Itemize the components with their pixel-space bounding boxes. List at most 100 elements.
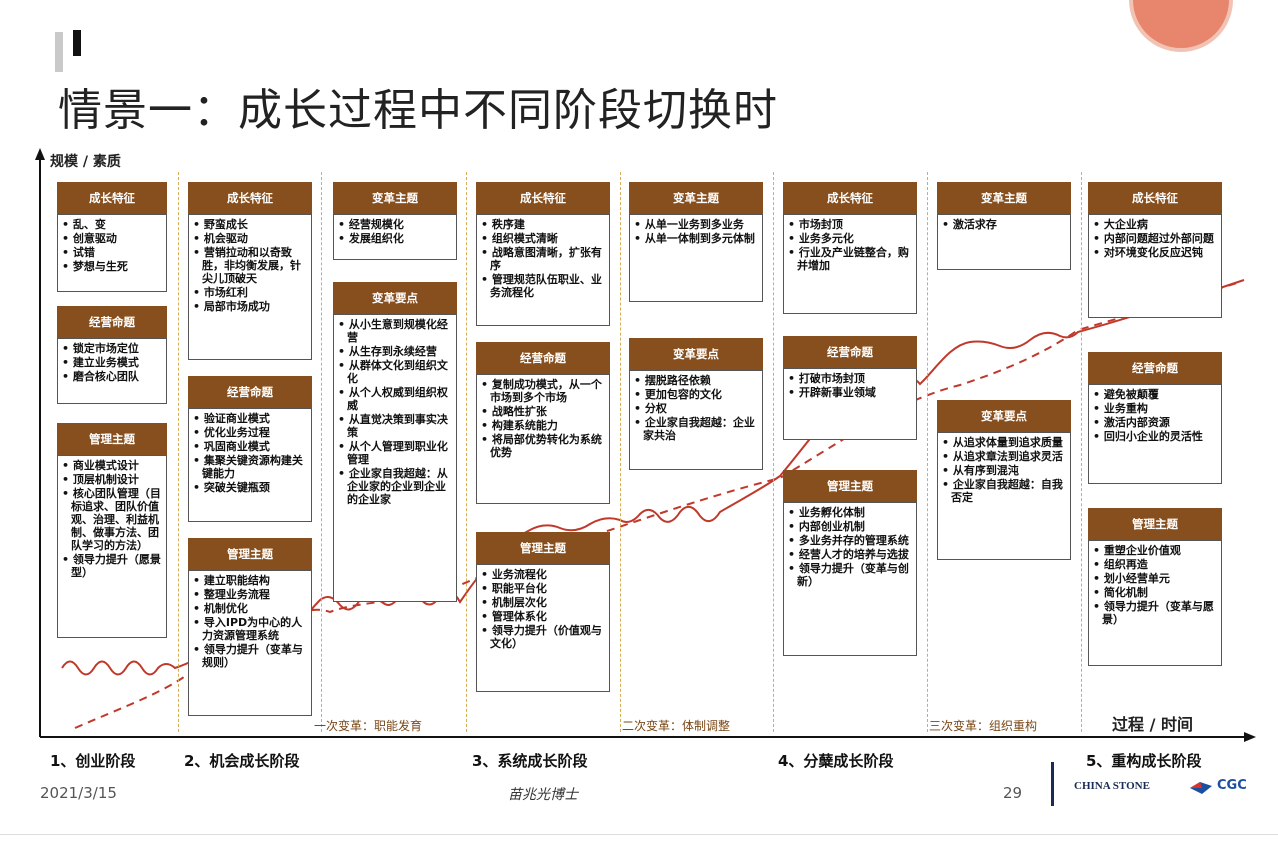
list-item: 从单一业务到多业务 bbox=[634, 218, 758, 231]
list-item: 从追求章法到追求灵活 bbox=[942, 450, 1066, 463]
cgc-logo: CGC bbox=[1217, 778, 1247, 793]
list-item: 从有序到混沌 bbox=[942, 464, 1066, 477]
list-item: 企业家自我超越：从企业家的企业到企业的企业家 bbox=[338, 467, 452, 506]
list-item: 激活求存 bbox=[942, 218, 1066, 231]
list-item: 整理业务流程 bbox=[193, 588, 307, 601]
col6-box-growth: 市场封顶 业务多元化 行业及产业链整合，购并增加 bbox=[783, 214, 917, 314]
title-accent-bar-black bbox=[73, 30, 81, 56]
list-item: 行业及产业链整合，购并增加 bbox=[788, 246, 912, 272]
footer-date: 2021/3/15 bbox=[40, 784, 117, 802]
list-item: 摆脱路径依赖 bbox=[634, 374, 758, 387]
stage-divider-2 bbox=[321, 172, 322, 732]
cgc-logo-icon bbox=[1190, 782, 1212, 794]
list-item: 从单一体制到多元体制 bbox=[634, 232, 758, 245]
col8-box-business: 避免被颠覆 业务重构 激活内部资源 回归小企业的灵活性 bbox=[1088, 384, 1222, 484]
list-item: 建立业务模式 bbox=[62, 356, 162, 369]
list-item: 组织模式清晰 bbox=[481, 232, 605, 245]
stage-label-5: 5、重构成长阶段 bbox=[1086, 752, 1202, 770]
list-item: 试错 bbox=[62, 246, 162, 259]
list-item: 回归小企业的灵活性 bbox=[1093, 430, 1217, 443]
col7-box-change-theme: 激活求存 bbox=[937, 214, 1071, 270]
list-item: 秩序建 bbox=[481, 218, 605, 231]
list-item: 业务重构 bbox=[1093, 402, 1217, 415]
list-item: 市场封顶 bbox=[788, 218, 912, 231]
col1-header-growth: 成长特征 bbox=[57, 182, 167, 214]
page-title: 情景一：成长过程中不同阶段切换时 bbox=[58, 85, 778, 136]
y-axis-label: 规模 / 素质 bbox=[50, 154, 121, 170]
list-item: 内部创业机制 bbox=[788, 520, 912, 533]
list-item: 业务流程化 bbox=[481, 568, 605, 581]
col8-header-growth: 成长特征 bbox=[1088, 182, 1222, 214]
col7-header-change-points: 变革要点 bbox=[937, 400, 1071, 432]
stage-label-1: 1、创业阶段 bbox=[50, 752, 136, 770]
list-item: 管理规范队伍职业、业务流程化 bbox=[481, 273, 605, 299]
stage-divider-1 bbox=[178, 172, 179, 732]
list-item: 从小生意到规模化经营 bbox=[338, 318, 452, 344]
list-item: 集聚关键资源构建关键能力 bbox=[193, 454, 307, 480]
col6-header-business: 经营命题 bbox=[783, 336, 917, 368]
list-item: 领导力提升（变革与规则） bbox=[193, 643, 307, 669]
list-item: 从生存到永续经营 bbox=[338, 345, 452, 358]
col1-box-business: 锁定市场定位 建立业务模式 磨合核心团队 bbox=[57, 338, 167, 404]
list-item: 业务多元化 bbox=[788, 232, 912, 245]
list-item: 激活内部资源 bbox=[1093, 416, 1217, 429]
list-item: 验证商业模式 bbox=[193, 412, 307, 425]
list-item: 战略性扩张 bbox=[481, 405, 605, 418]
list-item: 对环境变化反应迟钝 bbox=[1093, 246, 1217, 259]
list-item: 更加包容的文化 bbox=[634, 388, 758, 401]
col3-header-change-points: 变革要点 bbox=[333, 282, 457, 314]
list-item: 导入IPD为中心的人力资源管理系统 bbox=[193, 616, 307, 642]
col1-header-business: 经营命题 bbox=[57, 306, 167, 338]
col8-header-business: 经营命题 bbox=[1088, 352, 1222, 384]
col2-header-business: 经营命题 bbox=[188, 376, 312, 408]
footer-author: 苗兆光博士 bbox=[508, 787, 578, 803]
col1-header-management: 管理主题 bbox=[57, 423, 167, 455]
growth-solid-curve bbox=[61, 279, 1245, 676]
col5-header-change-points: 变革要点 bbox=[629, 338, 763, 370]
col4-box-management: 业务流程化 职能平台化 机制层次化 管理体系化 领导力提升（价值观与文化） bbox=[476, 564, 610, 692]
col6-box-business: 打破市场封顶 开辟新事业领域 bbox=[783, 368, 917, 440]
list-item: 从追求体量到追求质量 bbox=[942, 436, 1066, 449]
col1-box-growth: 乱、变 创意驱动 试错 梦想与生死 bbox=[57, 214, 167, 292]
transition-label-3: 三次变革：组织重构 bbox=[929, 719, 1038, 733]
col8-header-management: 管理主题 bbox=[1088, 508, 1222, 540]
list-item: 局部市场成功 bbox=[193, 300, 307, 313]
list-item: 商业模式设计 bbox=[62, 459, 162, 472]
list-item: 划小经营单元 bbox=[1093, 572, 1217, 585]
list-item: 发展组织化 bbox=[338, 232, 452, 245]
col3-box-change-theme: 经营规模化 发展组织化 bbox=[333, 214, 457, 260]
list-item: 乱、变 bbox=[62, 218, 162, 231]
list-item: 机会驱动 bbox=[193, 232, 307, 245]
list-item: 重塑企业价值观 bbox=[1093, 544, 1217, 557]
list-item: 核心团队管理（目标追求、团队价值观、治理、利益机制、做事方法、团队学习的方法） bbox=[62, 487, 162, 552]
col3-box-change-points: 从小生意到规模化经营 从生存到永续经营 从群体文化到组织文化 从个人权威到组织权… bbox=[333, 314, 457, 602]
list-item: 开辟新事业领域 bbox=[788, 386, 912, 399]
list-item: 经营人才的培养与选拔 bbox=[788, 548, 912, 561]
col5-box-change-theme: 从单一业务到多业务 从单一体制到多元体制 bbox=[629, 214, 763, 302]
col2-box-management: 建立职能结构 整理业务流程 机制优化 导入IPD为中心的人力资源管理系统 领导力… bbox=[188, 570, 312, 716]
col6-header-growth: 成长特征 bbox=[783, 182, 917, 214]
col8-box-growth: 大企业病 内部问题超过外部问题 对环境变化反应迟钝 bbox=[1088, 214, 1222, 318]
col2-header-growth: 成长特征 bbox=[188, 182, 312, 214]
list-item: 从个人权威到组织权威 bbox=[338, 386, 452, 412]
col2-box-business: 验证商业模式 优化业务过程 巩固商业模式 集聚关键资源构建关键能力 突破关键瓶颈 bbox=[188, 408, 312, 522]
stage-label-3: 3、系统成长阶段 bbox=[472, 752, 588, 770]
col2-box-growth: 野蛮成长 机会驱动 营销拉动和以奇致胜，非均衡发展，针尖儿顶破天 市场红利 局部… bbox=[188, 214, 312, 360]
col6-box-management: 业务孵化体制 内部创业机制 多业务并存的管理系统 经营人才的培养与选拔 领导力提… bbox=[783, 502, 917, 656]
col4-header-growth: 成长特征 bbox=[476, 182, 610, 214]
list-item: 突破关键瓶颈 bbox=[193, 481, 307, 494]
col3-header-change-theme: 变革主题 bbox=[333, 182, 457, 214]
list-item: 将局部优势转化为系统优势 bbox=[481, 433, 605, 459]
list-item: 复制成功模式，从一个市场到多个市场 bbox=[481, 378, 605, 404]
stage-divider-7 bbox=[1081, 172, 1082, 732]
list-item: 企业家自我超越：企业家共治 bbox=[634, 416, 758, 442]
stage-label-2: 2、机会成长阶段 bbox=[184, 752, 300, 770]
y-axis-arrow bbox=[35, 148, 45, 160]
list-item: 分权 bbox=[634, 402, 758, 415]
col1-box-management: 商业模式设计 顶层机制设计 核心团队管理（目标追求、团队价值观、治理、利益机制、… bbox=[57, 455, 167, 638]
list-item: 从个人管理到职业化管理 bbox=[338, 440, 452, 466]
stage-divider-4 bbox=[620, 172, 621, 732]
list-item: 优化业务过程 bbox=[193, 426, 307, 439]
list-item: 机制层次化 bbox=[481, 596, 605, 609]
bottom-divider bbox=[0, 834, 1278, 835]
